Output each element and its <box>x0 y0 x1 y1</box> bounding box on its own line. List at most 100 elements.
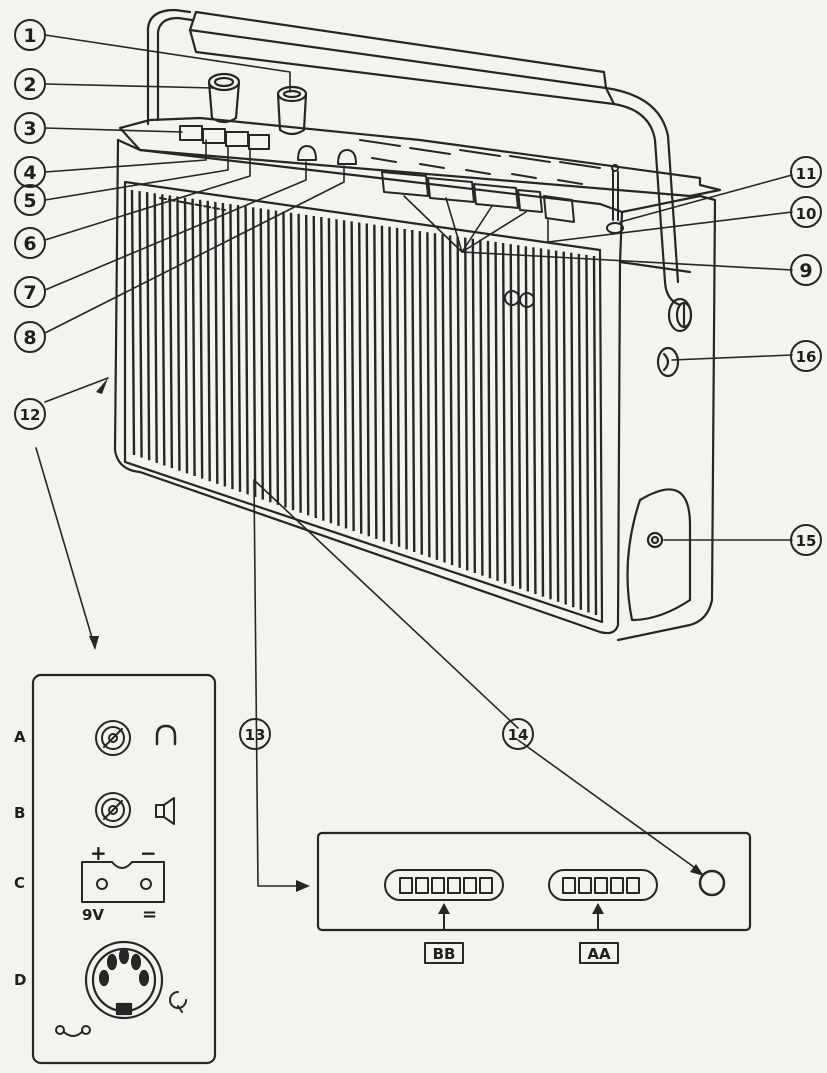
svg-text:D: D <box>14 971 26 989</box>
grill-slat <box>501 243 507 584</box>
svg-text:+: + <box>90 841 107 865</box>
grill-slat <box>153 193 158 463</box>
grill-slat <box>358 222 363 534</box>
grill-slat <box>282 211 287 508</box>
callout-14: 14 <box>502 718 534 750</box>
callout-9: 9 <box>790 254 822 286</box>
arrowheads <box>89 378 704 892</box>
grill-slat <box>198 199 204 479</box>
grill-slat <box>388 226 393 545</box>
label-aa: AA <box>579 942 619 964</box>
grill-slat <box>168 195 174 469</box>
callout-3: 3 <box>14 112 46 144</box>
svg-text:5: 5 <box>23 190 36 212</box>
battery-slot-aa <box>548 869 658 931</box>
callout-13: 13 <box>239 718 271 750</box>
svg-text:=: = <box>142 904 157 925</box>
svg-text:7: 7 <box>23 282 36 304</box>
svg-text:14: 14 <box>508 726 529 744</box>
callout-6: 6 <box>14 227 46 259</box>
tone-knobs <box>297 145 357 165</box>
svg-text:A: A <box>14 728 26 746</box>
svg-text:1: 1 <box>23 25 36 47</box>
connector-panel: A B C + − 9V = <box>14 673 217 1065</box>
grill-slat <box>448 235 454 566</box>
svg-text:2: 2 <box>23 74 36 96</box>
svg-text:−: − <box>140 841 157 865</box>
small-buttons <box>179 125 270 150</box>
svg-text:16: 16 <box>796 348 817 366</box>
grill-slat <box>176 196 181 471</box>
grill-slat <box>183 197 189 474</box>
svg-text:6: 6 <box>23 233 36 255</box>
speaker-icon <box>155 797 175 825</box>
callout-4: 4 <box>14 156 46 188</box>
grill-slat <box>251 207 257 497</box>
grill-slat <box>592 255 598 616</box>
grill-slat <box>441 234 446 563</box>
grill-slat <box>373 224 378 539</box>
svg-text:13: 13 <box>245 726 266 744</box>
grill-slat <box>380 225 386 542</box>
grill-slat <box>486 240 492 579</box>
svg-text:BB: BB <box>433 945 456 963</box>
svg-text:8: 8 <box>23 327 36 349</box>
svg-text:3: 3 <box>23 118 36 140</box>
grill-slat <box>304 214 310 516</box>
row-a: A <box>14 720 177 756</box>
battery-panel: BB AA <box>316 831 752 964</box>
grill-slat <box>221 202 227 487</box>
callout-16: 16 <box>790 340 822 372</box>
row-d: D <box>14 940 187 1037</box>
speaker-grill <box>130 189 598 616</box>
tape-link-icon <box>55 1025 91 1037</box>
grill-slat <box>267 209 272 503</box>
grill-slat <box>403 228 408 550</box>
grill-slat <box>161 194 166 466</box>
callout-1: 1 <box>14 19 46 51</box>
carry-handle <box>146 8 682 307</box>
grill-slat <box>539 248 545 597</box>
grill-slat <box>479 239 484 576</box>
grill-slat <box>464 237 469 571</box>
tuning-knobs <box>207 72 308 136</box>
grill-slat <box>229 204 234 490</box>
grill-slat <box>585 254 590 613</box>
grill-slat <box>214 201 219 484</box>
grill-slat <box>426 232 431 558</box>
grill-slat <box>456 236 461 568</box>
callout-markers: 1 2 3 4 5 6 7 8 9 10 11 12 13 14 15 16 <box>14 19 822 750</box>
dial-scale <box>359 139 601 185</box>
battery-terminal <box>81 861 165 903</box>
radio-body <box>113 116 722 642</box>
panel-screw <box>698 869 726 897</box>
grill-slat <box>327 218 333 524</box>
leader-lines <box>35 34 793 887</box>
grill-slat <box>259 208 264 500</box>
side-recess <box>626 488 692 622</box>
grill-slat <box>236 205 242 492</box>
grill-slat <box>130 189 136 456</box>
grill-slat <box>494 241 499 581</box>
grill-slat <box>411 230 416 553</box>
svg-text:9V: 9V <box>82 906 104 924</box>
band-buttons <box>381 171 575 223</box>
headphones-icon <box>155 724 177 746</box>
grill-slat <box>274 210 280 505</box>
side-knob <box>656 346 680 378</box>
battery-slot-bb <box>384 869 504 931</box>
grill-slat <box>418 231 424 555</box>
svg-text:11: 11 <box>796 165 817 183</box>
grill-slat <box>350 221 355 532</box>
antenna <box>606 164 624 234</box>
svg-text:15: 15 <box>796 532 817 550</box>
svg-text:9: 9 <box>799 260 812 282</box>
grill-slat <box>335 219 340 526</box>
callout-11: 11 <box>790 156 822 188</box>
grill-slat <box>471 238 477 574</box>
callout-2: 2 <box>14 68 46 100</box>
label-bb: BB <box>424 942 464 964</box>
grill-slat <box>365 223 370 537</box>
din-socket <box>84 940 164 1020</box>
grill-slat <box>191 198 196 476</box>
